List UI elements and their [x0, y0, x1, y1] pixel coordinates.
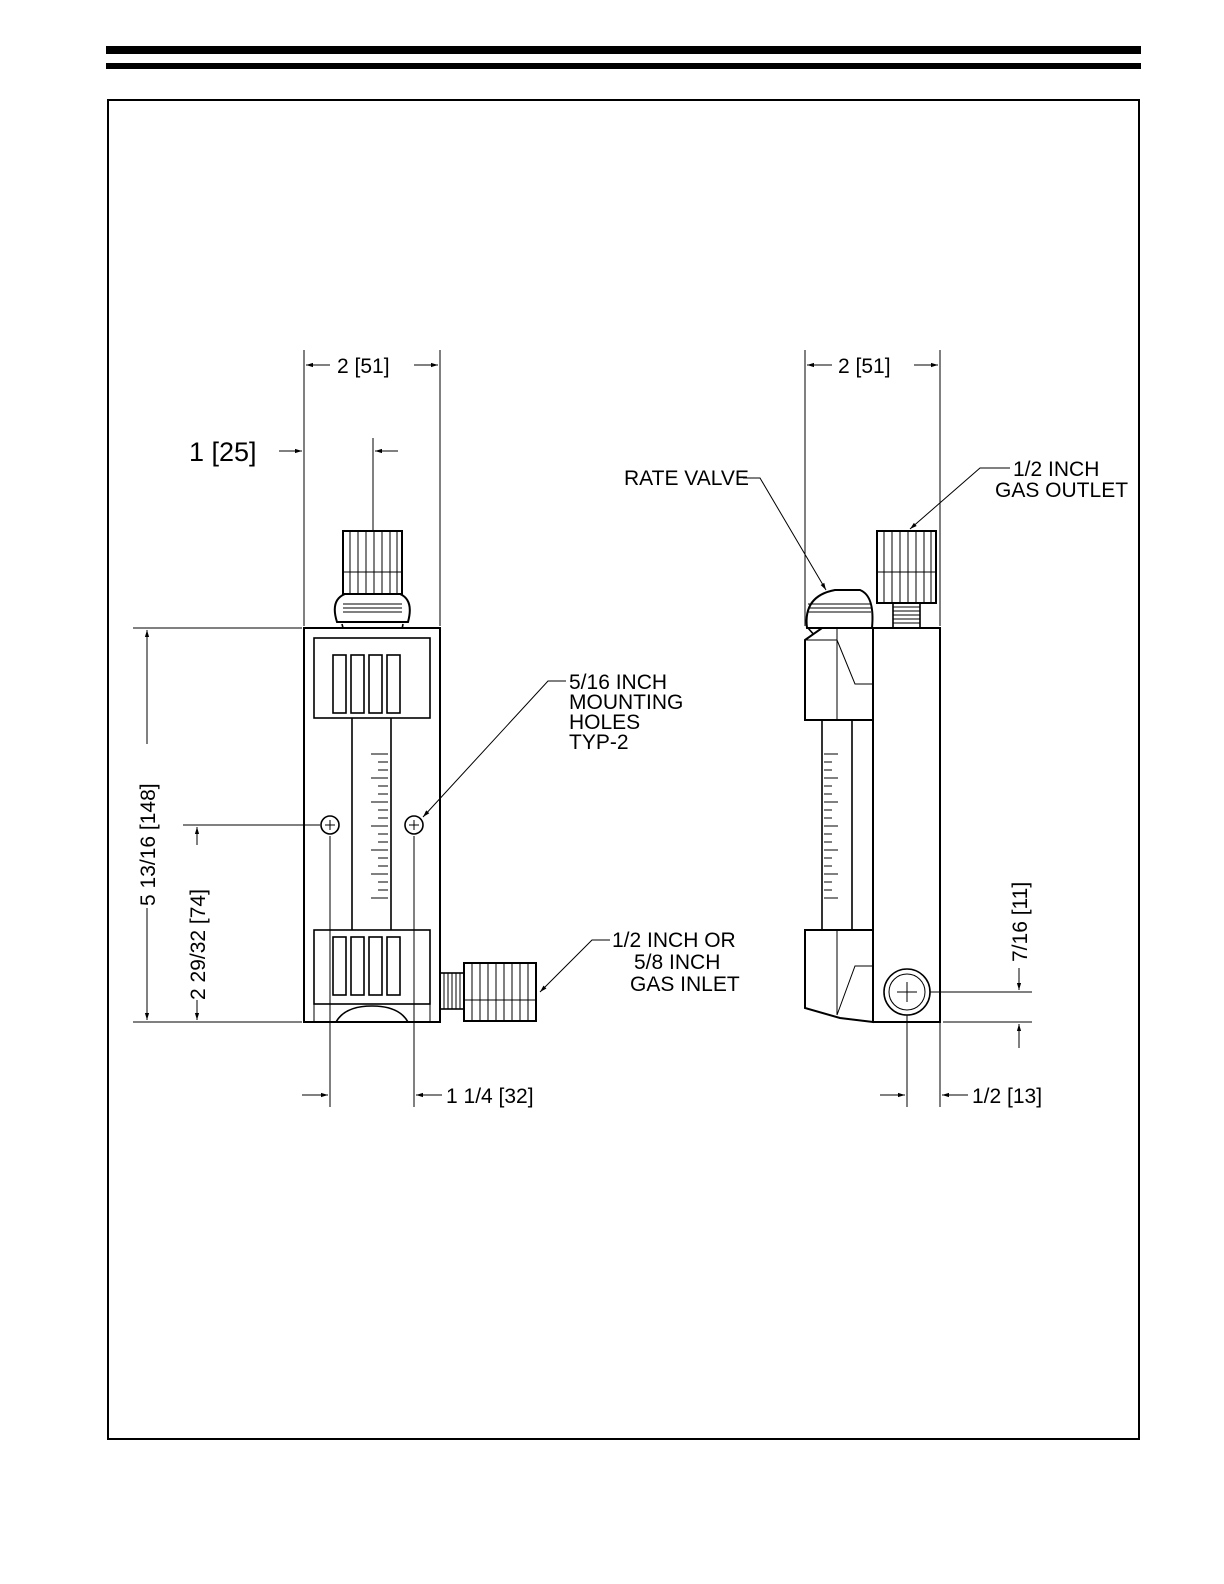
- front-width-label: 2 [51]: [337, 355, 390, 378]
- rate-valve-label: RATE VALVE: [624, 467, 749, 490]
- rate-valve-callout: RATE VALVE: [624, 467, 826, 590]
- front-body: [304, 628, 440, 1022]
- side-inlet-offset-dimension: 1/2 [13]: [880, 1015, 1042, 1108]
- mounting-callout-line-4: TYP-2: [569, 731, 629, 754]
- side-gas-outlet-fitting: [877, 531, 936, 628]
- side-inlet-height-label: 7/16 [11]: [1009, 882, 1032, 962]
- inlet-callout-line-3: GAS INLET: [630, 973, 740, 996]
- front-view: 2 [51] 1 [25] 5 13/16 [148] 2 29/32 [74]: [133, 350, 740, 1108]
- gas-outlet-callout: 1/2 INCH GAS OUTLET: [910, 458, 1128, 529]
- front-offset-label: 1 [25]: [189, 437, 257, 467]
- outlet-callout-line-1: 1/2 INCH: [1013, 458, 1099, 481]
- front-hole-height-label: 2 29/32 [74]: [187, 889, 210, 1000]
- inlet-callout-line-1: 1/2 INCH OR: [612, 929, 736, 952]
- front-valve-knob: [335, 531, 410, 640]
- side-bottom-cap: [805, 930, 873, 1022]
- front-offset-dimension: 1 [25]: [189, 437, 398, 531]
- outlet-callout-line-2: GAS OUTLET: [995, 479, 1128, 502]
- front-height-label: 5 13/16 [148]: [137, 783, 160, 906]
- side-body: [873, 628, 940, 1022]
- side-width-label: 2 [51]: [838, 355, 891, 378]
- front-gas-inlet-fitting: [440, 963, 536, 1021]
- front-hole-height-dimension: 2 29/32 [74]: [183, 825, 320, 1020]
- mounting-holes-callout: 5/16 INCH MOUNTING HOLES TYP-2: [423, 671, 683, 817]
- side-inlet-height-dimension: 7/16 [11]: [930, 882, 1032, 1048]
- front-hole-spacing-label: 1 1/4 [32]: [446, 1085, 534, 1108]
- side-inlet-offset-label: 1/2 [13]: [972, 1085, 1042, 1108]
- side-flow-tube: [822, 720, 852, 930]
- inlet-callout-line-2: 5/8 INCH: [634, 951, 720, 974]
- side-top-cap: [805, 628, 873, 720]
- gas-inlet-callout: 1/2 INCH OR 5/8 INCH GAS INLET: [540, 929, 740, 996]
